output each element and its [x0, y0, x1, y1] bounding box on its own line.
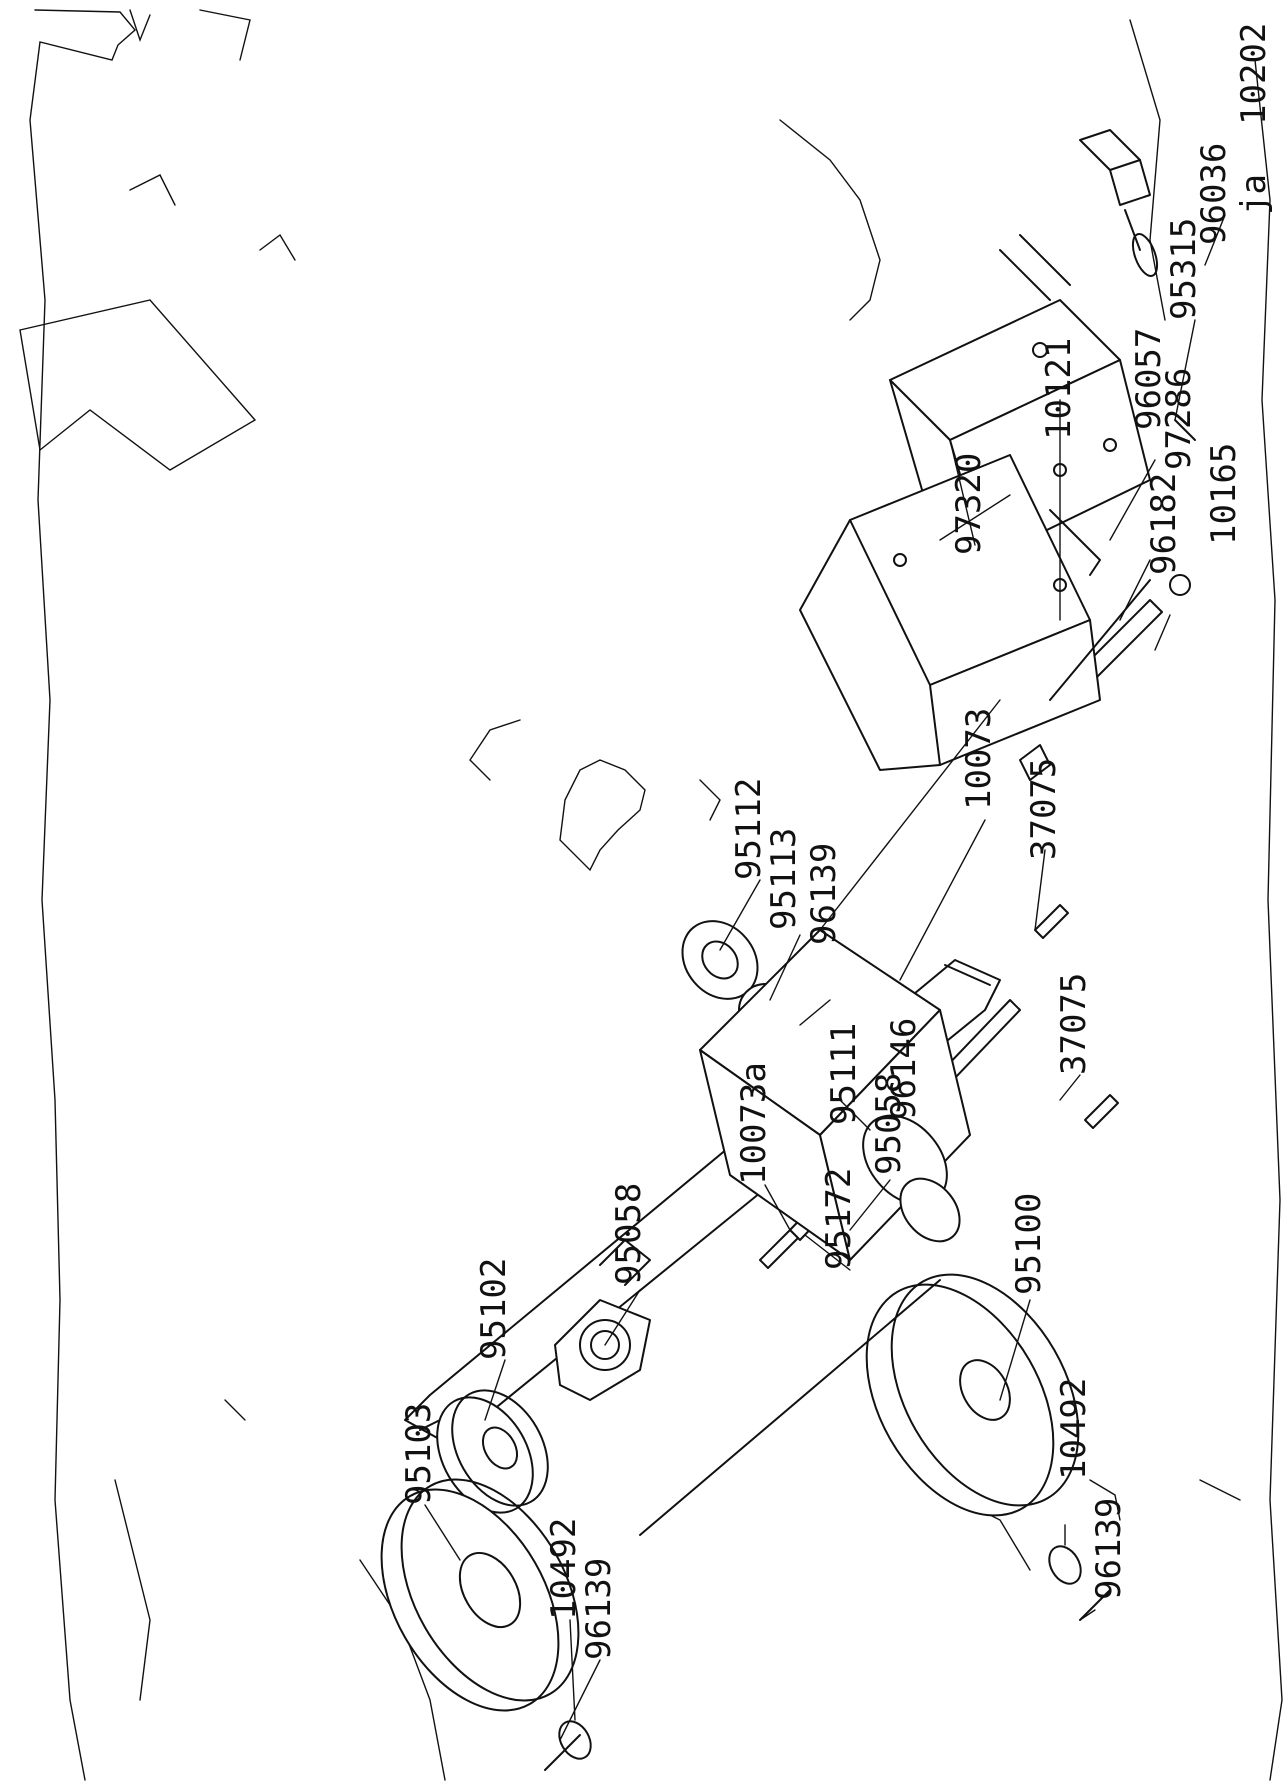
- label-95315: 95315: [1164, 218, 1204, 320]
- label-ja: ja: [1234, 174, 1274, 215]
- bolt-96139-right: [1079, 1589, 1111, 1621]
- label-95113: 95113: [764, 828, 804, 930]
- paper-fragments: [19, 9, 296, 471]
- label-95103: 95103: [399, 1403, 439, 1505]
- part-labels: 10202 ja 96036 96057 95315 97286 96182 9…: [399, 23, 1274, 1660]
- label-10165: 10165: [1204, 443, 1244, 545]
- label-10202: 10202: [1234, 23, 1274, 125]
- bracket-10121: [799, 454, 1101, 771]
- label-96182: 96182: [1144, 473, 1184, 575]
- pulley-95103: [380, 1478, 580, 1712]
- label-10073: 10073: [959, 708, 999, 810]
- label-95111: 95111: [824, 1023, 864, 1125]
- pulley-95100: [865, 1273, 1080, 1517]
- label-97320: 97320: [949, 453, 989, 555]
- label-10492-right: 10492: [1054, 1378, 1094, 1480]
- label-10073a: 10073a: [734, 1062, 774, 1185]
- belt-line: [639, 1279, 941, 1536]
- assembly-line: [819, 699, 1001, 931]
- washer-10492-right: [1048, 1545, 1082, 1585]
- paper-outline: [29, 9, 1283, 1781]
- label-96146: 96146: [884, 1018, 924, 1120]
- label-96139-right: 96139: [1089, 1498, 1129, 1600]
- leader-lines: [424, 214, 1226, 1741]
- motor-95172: [699, 929, 971, 1261]
- key-10073a: [759, 1229, 799, 1269]
- key-37075-bottom: [1084, 1094, 1119, 1129]
- label-37075-top: 37075: [1024, 758, 1064, 860]
- bearing-95058-left: [554, 1299, 651, 1401]
- label-96036: 96036: [1194, 143, 1234, 245]
- label-95058-left: 95058: [609, 1183, 649, 1285]
- label-95112: 95112: [729, 778, 769, 880]
- pulley-95102: [436, 1389, 549, 1514]
- label-96139-mid: 96139: [804, 843, 844, 945]
- label-96057: 96057: [1129, 328, 1169, 430]
- label-97286: 97286: [1159, 368, 1199, 470]
- label-10492-left: 10492: [544, 1518, 584, 1620]
- bolt-96139-left: [544, 1734, 581, 1771]
- label-10121: 10121: [1039, 338, 1079, 440]
- label-95100: 95100: [1009, 1193, 1049, 1295]
- label-96139-left: 96139: [579, 1558, 619, 1660]
- fitting-top: [1079, 129, 1159, 277]
- label-95102: 95102: [474, 1258, 514, 1360]
- label-95058-mid: 95058: [869, 1073, 909, 1175]
- label-95172: 95172: [819, 1168, 859, 1270]
- pin-10165: [1049, 579, 1151, 701]
- key-37075-top: [1034, 904, 1069, 939]
- collar-95112: [681, 920, 759, 1000]
- label-37075-bottom: 37075: [1054, 973, 1094, 1075]
